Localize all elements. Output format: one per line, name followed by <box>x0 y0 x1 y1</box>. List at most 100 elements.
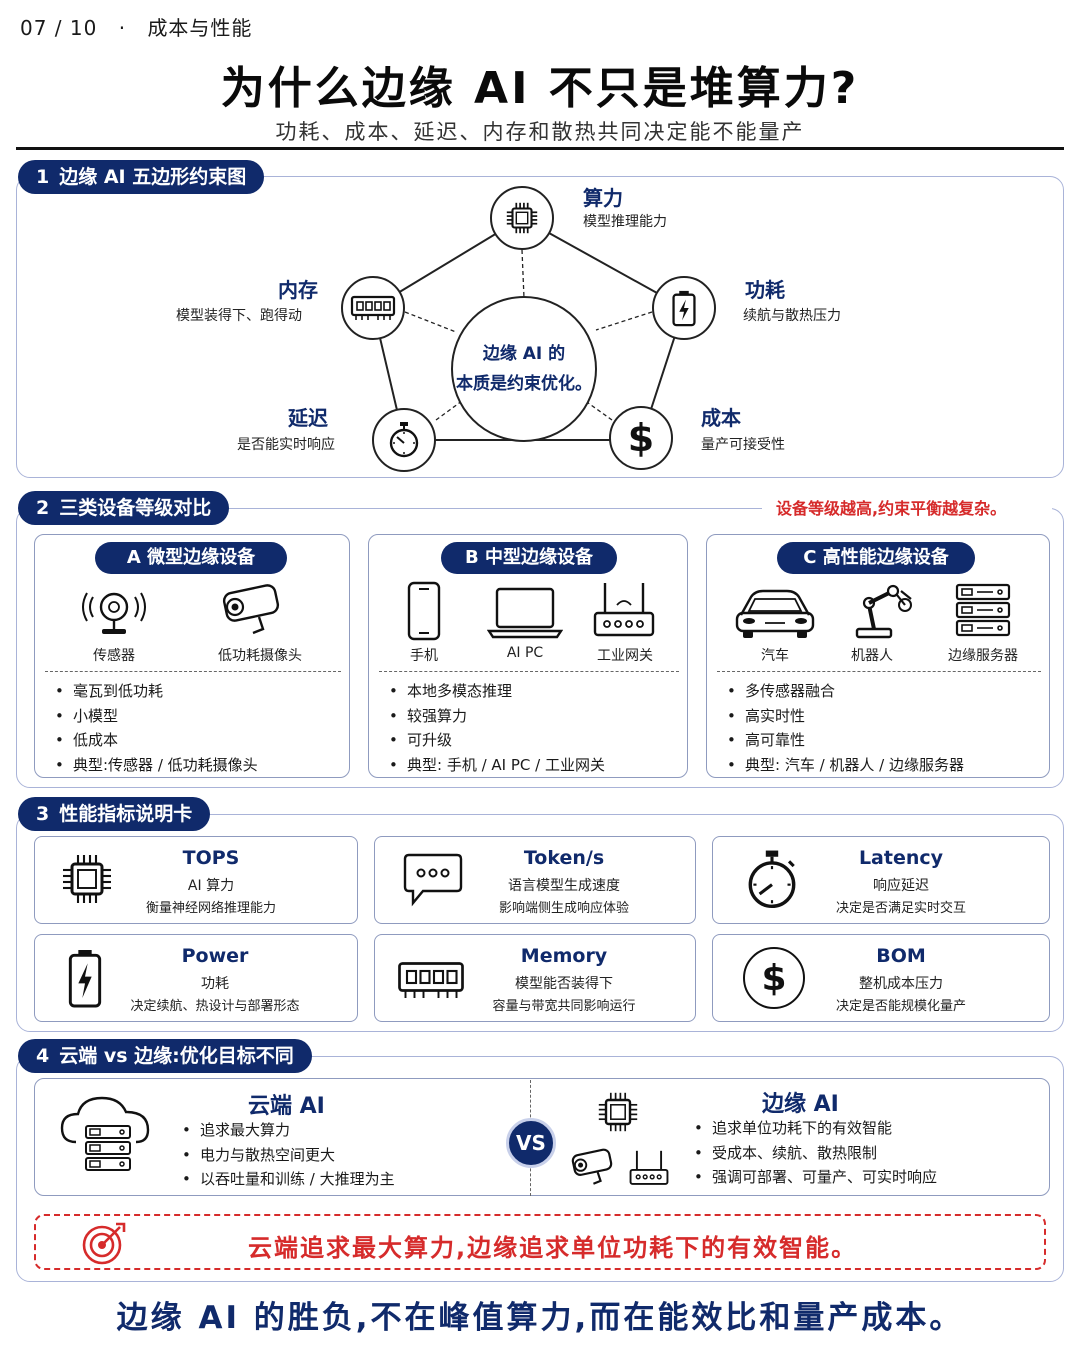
card-c-bullet: 典型: 汽车 / 机器人 / 边缘服务器 <box>725 753 964 778</box>
card-b-device-2: AI PC <box>506 645 544 661</box>
edge-bullet: 受成本、续航、散热限制 <box>692 1141 937 1166</box>
section2-note: 设备等级越高,约束平衡越复杂。 <box>762 495 1052 519</box>
vs-badge: VS <box>506 1118 556 1168</box>
card-b-bullets: 本地多模态推理 较强算力 可升级 典型: 手机 / AI PC / 工业网关 <box>387 679 605 777</box>
target-icon <box>82 1222 126 1265</box>
gateway-icon <box>629 1150 669 1185</box>
metric-card-tokens: Token/s 语言模型生成速度 影响端侧生成响应体验 <box>374 836 696 924</box>
chat-bubble-icon <box>403 853 463 907</box>
card-c-bullets: 多传感器融合 高实时性 高可靠性 典型: 汽车 / 机器人 / 边缘服务器 <box>725 679 964 777</box>
section3-num: 3 <box>36 803 50 825</box>
metric-card-bom: $ BOM 整机成本压力 决定是否能规模化量产 <box>712 934 1050 1022</box>
section3-title: 性能指标说明卡 <box>59 803 193 825</box>
card-a-bullets: 毫瓦到低功耗 小模型 低成本 典型:传感器 / 低功耗摄像头 <box>53 679 258 777</box>
camera-icon <box>222 584 280 635</box>
section4-tag: 4 云端 vs 边缘:优化目标不同 <box>18 1039 312 1073</box>
card-a-divider <box>45 671 341 672</box>
metric-tokens-title: Token/s <box>523 847 605 869</box>
memory-icon <box>398 962 464 998</box>
edge-bullets: 追求单位功耗下的有效智能 受成本、续航、散热限制 强调可部署、可量产、可实时响应 <box>692 1116 937 1190</box>
node-latency <box>372 408 436 472</box>
metric-memory-sub2: 容量与带宽共同影响运行 <box>492 999 636 1014</box>
page-meta: 07 / 10 · 成本与性能 <box>20 12 252 41</box>
edge-title: 边缘 AI <box>762 1092 839 1117</box>
device-card-b: B 中型边缘设备 手机 AI PC 工业网关 本地多模态推理 较强算力 可升级 … <box>368 534 688 778</box>
metric-latency-title: Latency <box>858 847 944 869</box>
meta-separator: · <box>118 16 127 40</box>
memory-icon <box>350 295 396 320</box>
center-line2: 本质是约束优化。 <box>456 374 592 394</box>
metric-tops-sub1: AI 算力 <box>187 878 235 894</box>
metric-bom-title: BOM <box>876 945 926 967</box>
card-c-device-1: 汽车 <box>761 648 789 664</box>
card-b-label: B 中型边缘设备 <box>441 542 617 574</box>
card-b-bullet: 较强算力 <box>387 704 605 729</box>
card-a-bullet: 典型:传感器 / 低功耗摄像头 <box>53 753 258 778</box>
latency-title: 延迟 <box>288 406 328 430</box>
page-indicator: 07 / 10 <box>20 16 98 40</box>
cloud-bullets: 追求最大算力 电力与散热空间更大 以吞吐量和训练 / 大推理为主 <box>180 1118 395 1192</box>
car-icon <box>735 589 815 638</box>
metric-tops-sub2: 衡量神经网络推理能力 <box>145 901 276 916</box>
card-b-bullet: 可升级 <box>387 728 605 753</box>
card-b-device-1: 手机 <box>410 648 438 664</box>
section1-num: 1 <box>36 166 50 188</box>
chip-icon <box>63 855 111 903</box>
device-card-c: C 高性能边缘设备 汽车 机器人 边缘服务器 多传感器融合 高实时性 高可靠性 <box>706 534 1050 778</box>
node-compute <box>490 186 554 250</box>
metric-memory-sub1: 模型能否装得下 <box>515 976 613 992</box>
card-a-bullet: 毫瓦到低功耗 <box>53 679 258 704</box>
chip-icon <box>506 202 538 234</box>
card-c-bullet: 多传感器融合 <box>725 679 964 704</box>
metric-latency-sub1: 响应延迟 <box>873 878 929 894</box>
metric-power-sub2: 决定续航、热设计与部署形态 <box>130 999 300 1014</box>
card-c-device-2: 机器人 <box>851 648 893 664</box>
edge-bullet: 强调可部署、可量产、可实时响应 <box>692 1165 937 1190</box>
card-a-bullet: 低成本 <box>53 728 258 753</box>
card-a-device-1: 传感器 <box>93 648 135 664</box>
highlight-text: 云端追求最大算力,边缘追求单位功耗下的有效智能。 <box>248 1234 858 1262</box>
footer-conclusion: 边缘 AI 的胜负,不在峰值算力,而在能效比和量产成本。 <box>116 1300 964 1336</box>
metric-card-tops: TOPS AI 算力 衡量神经网络推理能力 <box>34 836 358 924</box>
card-c-divider <box>717 671 1041 672</box>
card-a-label: A 微型边缘设备 <box>95 542 287 574</box>
metric-bom-sub2: 决定是否能规模化量产 <box>835 999 966 1014</box>
compute-sub: 模型推理能力 <box>583 214 667 230</box>
node-power <box>652 276 716 340</box>
card-a-device-2: 低功耗摄像头 <box>218 648 302 664</box>
battery-icon <box>672 290 696 327</box>
cloud-bullet: 以吞吐量和训练 / 大推理为主 <box>180 1167 395 1192</box>
stopwatch-icon <box>389 422 419 458</box>
card-c-device-3: 边缘服务器 <box>948 648 1018 664</box>
pentagon-center: 边缘 AI 的 本质是约束优化。 <box>451 296 597 442</box>
memory-sub: 模型装得下、跑得动 <box>176 308 302 324</box>
chip-icon <box>598 1092 638 1132</box>
metric-card-power: Power 功耗 决定续航、热设计与部署形态 <box>34 934 358 1022</box>
card-b-divider <box>379 671 679 672</box>
cloud-bullet: 电力与散热空间更大 <box>180 1143 395 1168</box>
section4-num: 4 <box>36 1045 50 1067</box>
section2-num: 2 <box>36 497 50 519</box>
section2-title: 三类设备等级对比 <box>59 497 212 519</box>
metric-power-title: Power <box>181 945 249 967</box>
cloud-title: 云端 AI <box>248 1094 325 1119</box>
battery-icon <box>68 950 102 1008</box>
phone-icon <box>407 581 441 641</box>
section3-tag: 3 性能指标说明卡 <box>18 797 211 831</box>
power-sub: 续航与散热压力 <box>743 308 841 324</box>
card-b-bullet: 本地多模态推理 <box>387 679 605 704</box>
cost-sub: 量产可接受性 <box>701 437 785 453</box>
power-title: 功耗 <box>745 278 785 302</box>
camera-icon <box>571 1148 613 1185</box>
stopwatch-icon <box>748 850 796 909</box>
metric-latency-sub2: 决定是否满足实时交互 <box>835 901 966 916</box>
cost-title: 成本 <box>701 406 741 430</box>
card-a-bullet: 小模型 <box>53 704 258 729</box>
latency-sub: 是否能实时响应 <box>237 437 335 453</box>
highlight-box <box>34 1214 1046 1270</box>
title-divider <box>16 147 1064 150</box>
device-card-a: A 微型边缘设备 传感器 低功耗摄像头 毫瓦到低功耗 小模型 低成本 典型:传感… <box>34 534 350 778</box>
sensor-icon <box>82 592 146 634</box>
section4-title: 云端 vs 边缘:优化目标不同 <box>59 1045 294 1067</box>
metric-card-memory: Memory 模型能否装得下 容量与带宽共同影响运行 <box>374 934 696 1022</box>
